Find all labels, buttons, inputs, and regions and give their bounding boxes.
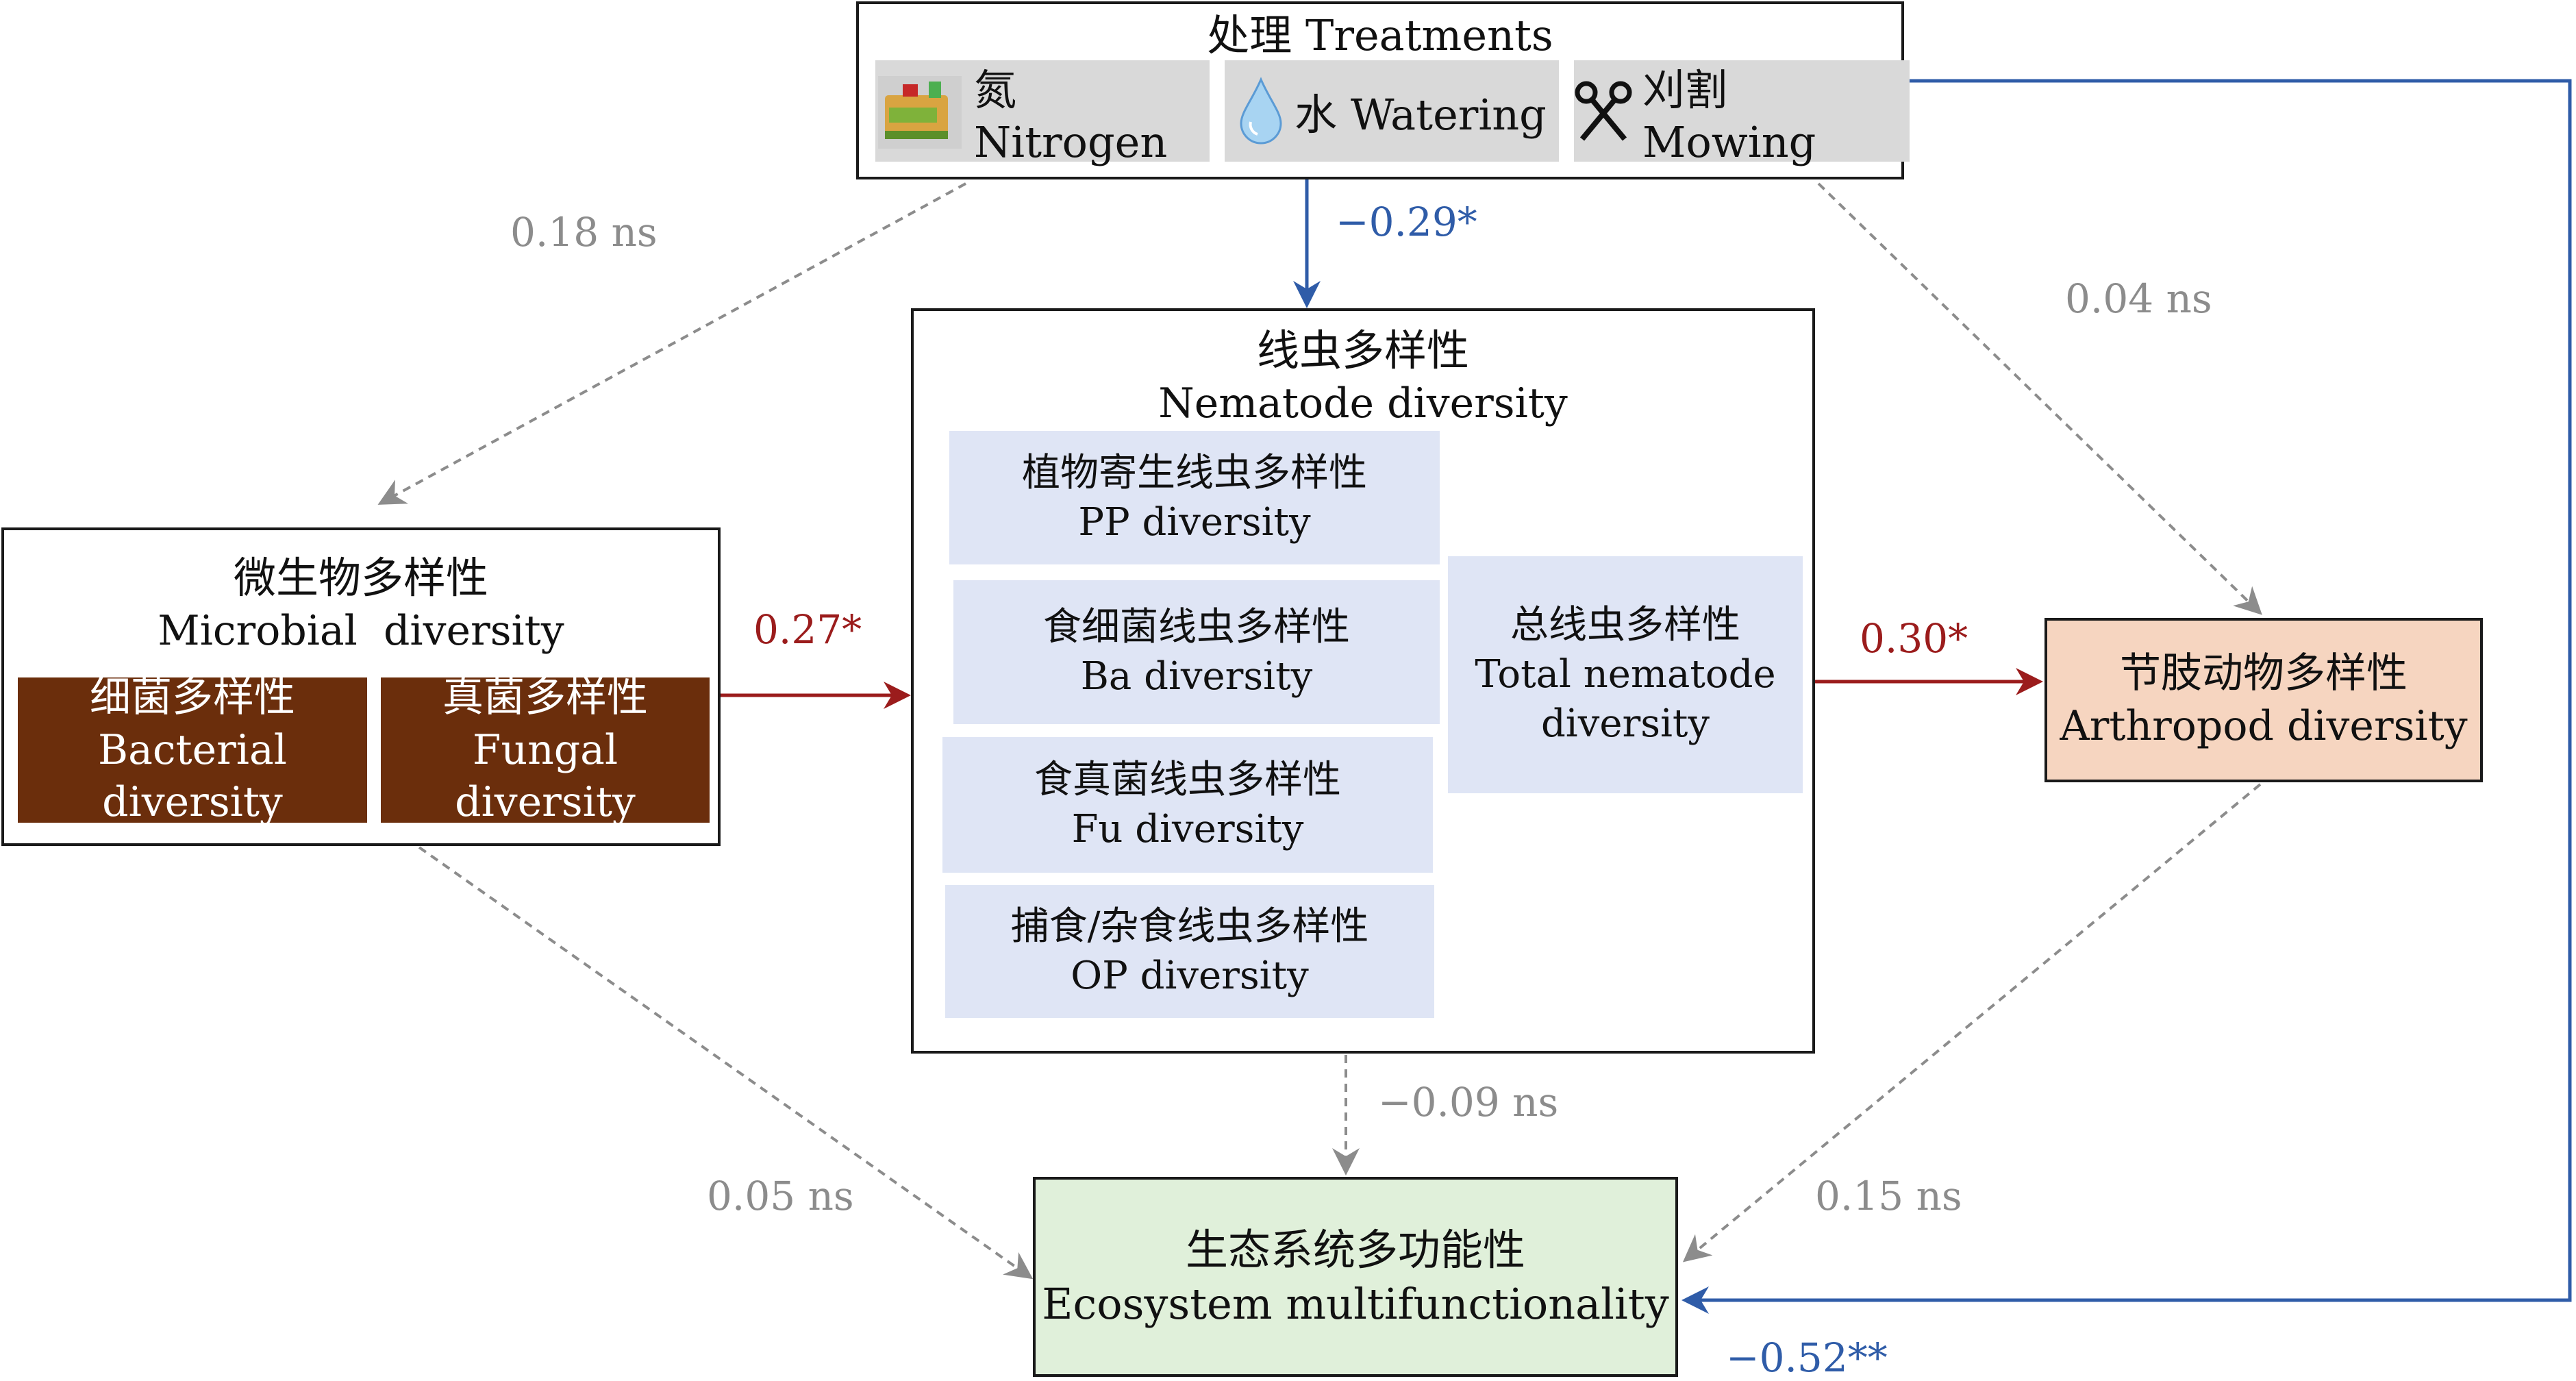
total-nematode-en-line1: Total nematode xyxy=(1475,652,1776,697)
total-nematode-cn: 总线虫多样性 xyxy=(1510,603,1740,648)
coef-treat-arthropod: 0.04 ns xyxy=(2065,275,2212,322)
fu-diversity-cn: 食真菌线虫多样性 xyxy=(1034,758,1341,803)
water-drop-icon xyxy=(1237,77,1285,145)
microbial-title-cn: 微生物多样性 xyxy=(233,553,488,603)
fungal-diversity-en: Fungal diversity xyxy=(455,725,636,827)
op-diversity-box: 捕食/杂食线虫多样性 OP diversity xyxy=(945,885,1434,1018)
arthropod-cn: 节肢动物多样性 xyxy=(2120,649,2408,698)
ecosystem-multifunctionality-box: 生态系统多功能性 Ecosystem multifunctionality xyxy=(1033,1177,1678,1377)
coef-treat-microbial: 0.18 ns xyxy=(510,209,658,256)
fu-diversity-en: Fu diversity xyxy=(1071,807,1304,851)
arrow-arthropod-ecosystem xyxy=(1682,783,2262,1262)
coef-arthropod-ecosystem: 0.15 ns xyxy=(1815,1173,1962,1219)
nitrogen-label: 氮 Nitrogen xyxy=(974,64,1168,167)
nematode-title-en: Nematode diversity xyxy=(1158,380,1568,427)
watering-label: 水 Watering xyxy=(1295,90,1547,140)
microbial-diversity-box: 微生物多样性 Microbial diversity 细菌多样性 Bacteri… xyxy=(1,527,721,846)
ecosystem-cn: 生态系统多功能性 xyxy=(1185,1224,1525,1275)
coef-microbial-ecosystem: 0.05 ns xyxy=(707,1173,854,1219)
arthropod-en: Arthropod diversity xyxy=(2060,702,2468,750)
total-nematode-box: 总线虫多样性 Total nematode diversity xyxy=(1448,556,1803,793)
fungal-diversity-box: 真菌多样性 Fungal diversity xyxy=(381,673,710,826)
treatments-title: 处理 Treatments xyxy=(1207,10,1553,60)
arrow-microbial-ecosystem xyxy=(418,846,1034,1280)
coef-nematode-ecosystem: −0.09 ns xyxy=(1378,1079,1559,1125)
fu-diversity-box: 食真菌线虫多样性 Fu diversity xyxy=(942,737,1433,873)
arrow-treat-arthropod xyxy=(1817,182,2262,615)
total-nematode-en-line2: diversity xyxy=(1540,701,1710,746)
coef-microbial-nematode: 0.27* xyxy=(753,606,862,653)
ba-diversity-en: Ba diversity xyxy=(1080,654,1313,699)
nematode-diversity-box: 线虫多样性 Nematode diversity 植物寄生线虫多样性 PP di… xyxy=(911,308,1815,1054)
bacterial-diversity-cn: 细菌多样性 xyxy=(90,673,295,721)
coef-nematode-arthropod: 0.30* xyxy=(1860,615,1968,662)
mowing-label: 刈割 Mowing xyxy=(1642,64,1816,167)
ba-diversity-cn: 食细菌线虫多样性 xyxy=(1043,605,1350,650)
treatments-box: 处理 Treatments 氮 Nitrogen xyxy=(856,1,1910,179)
pp-diversity-box: 植物寄生线虫多样性 PP diversity xyxy=(949,431,1440,564)
op-diversity-en: OP diversity xyxy=(1071,954,1309,998)
fungal-diversity-cn: 真菌多样性 xyxy=(442,673,648,721)
ba-diversity-box: 食细菌线虫多样性 Ba diversity xyxy=(953,580,1440,724)
treatment-watering: 水 Watering xyxy=(1225,60,1559,162)
coef-treat-ecosystem: −0.52** xyxy=(1726,1334,1888,1381)
scissors-icon xyxy=(1574,80,1633,142)
arthropod-diversity-box: 节肢动物多样性 Arthropod diversity xyxy=(2044,618,2483,782)
treatment-mowing: 刈割 Mowing xyxy=(1574,60,1910,167)
ecosystem-en: Ecosystem multifunctionality xyxy=(1042,1279,1669,1329)
pp-diversity-cn: 植物寄生线虫多样性 xyxy=(1022,450,1367,495)
fertilizer-icon xyxy=(875,71,964,151)
bacterial-diversity-en: Bacterial diversity xyxy=(98,725,287,827)
nematode-title-cn: 线虫多样性 xyxy=(1256,325,1469,375)
treatment-nitrogen: 氮 Nitrogen xyxy=(875,60,1210,167)
bacterial-diversity-box: 细菌多样性 Bacterial diversity xyxy=(18,673,367,826)
pp-diversity-en: PP diversity xyxy=(1078,499,1311,545)
microbial-title-en: Microbial diversity xyxy=(158,607,564,655)
op-diversity-cn: 捕食/杂食线虫多样性 xyxy=(1010,904,1369,949)
arrow-treat-microbial xyxy=(377,182,966,505)
arrow-treat-ecosystem xyxy=(1681,79,2572,1314)
coef-treat-nematode: −0.29* xyxy=(1336,199,1477,245)
